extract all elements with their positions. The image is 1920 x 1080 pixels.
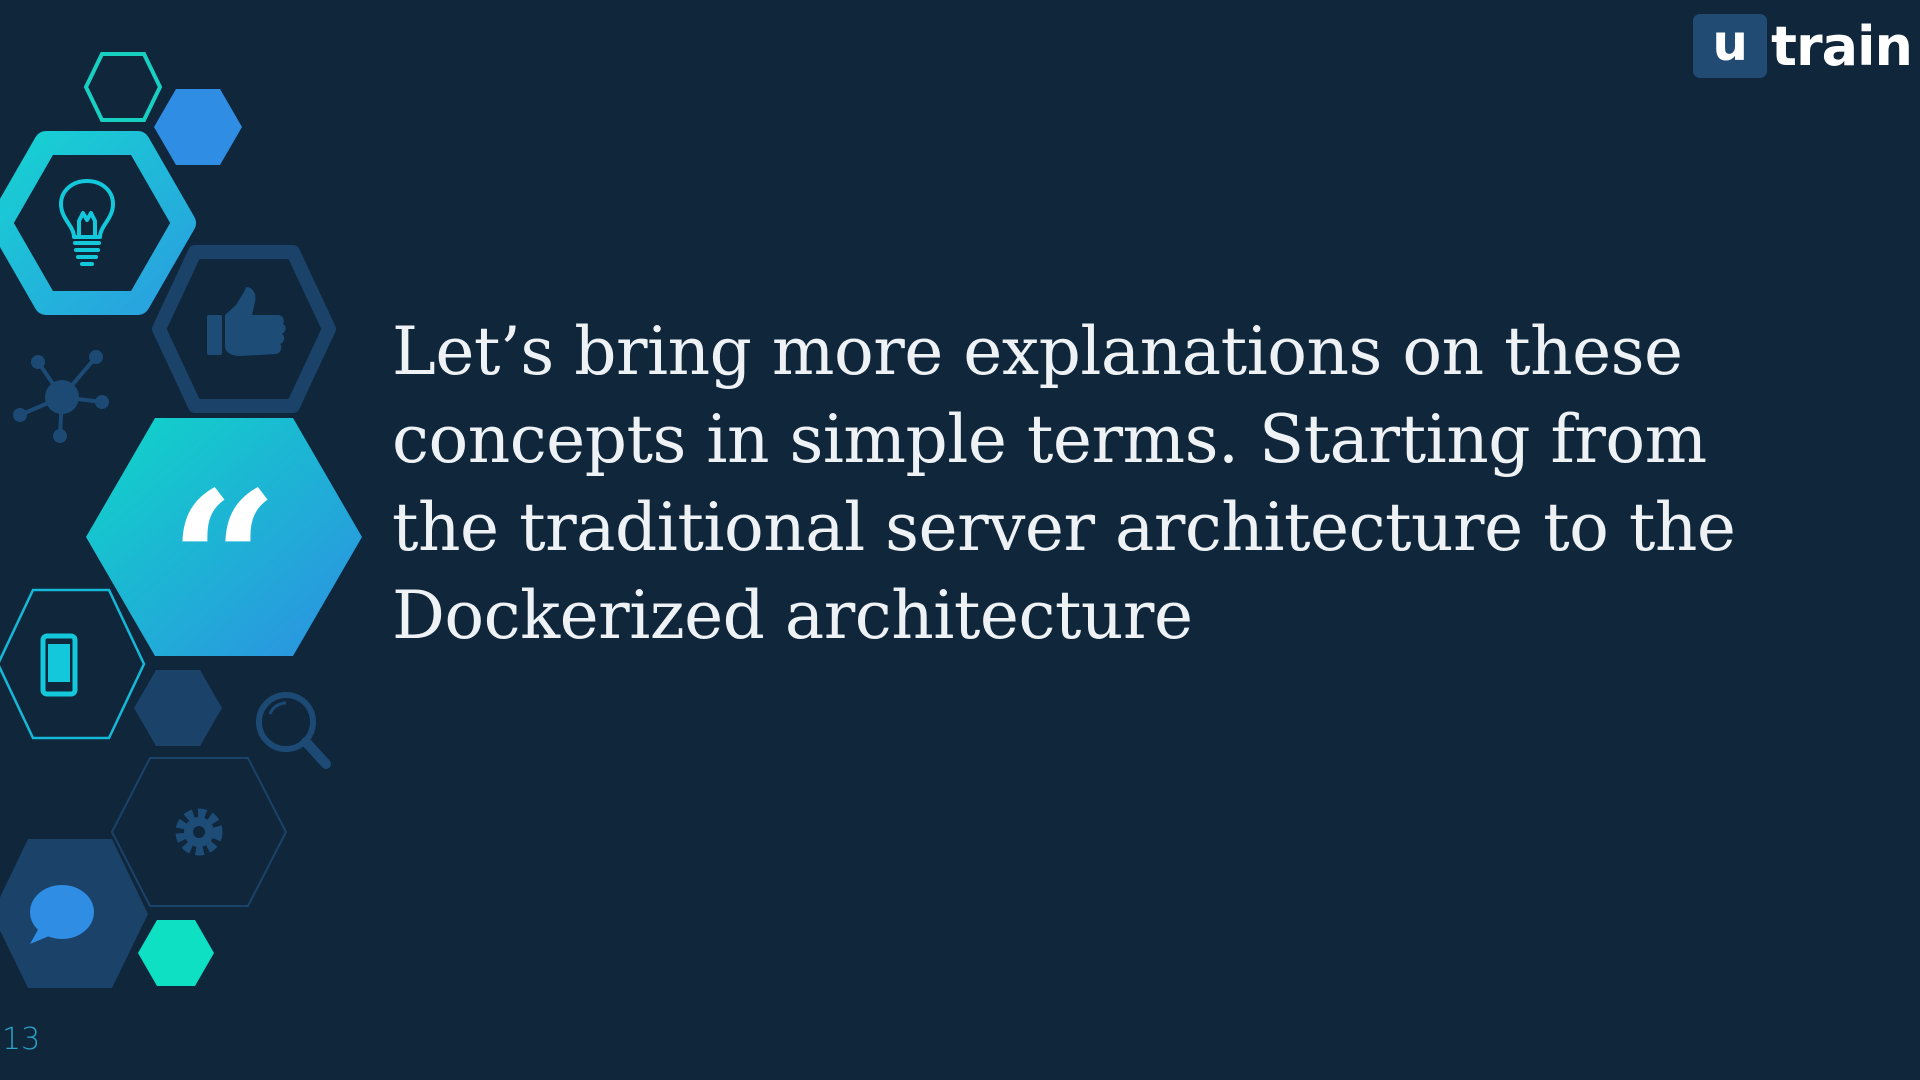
chat-bubble-icon	[30, 885, 94, 944]
hexagon-navy-small	[134, 670, 222, 746]
network-icon	[13, 350, 109, 443]
page-number: 13	[2, 1022, 41, 1057]
hexagon-blue-small	[154, 89, 242, 165]
hexagon-smartphone	[0, 588, 146, 740]
logo-wordmark: train	[1771, 14, 1913, 78]
hexagon-gear	[110, 757, 288, 907]
utrain-logo: u train	[1693, 14, 1913, 78]
logo-badge: u	[1693, 14, 1768, 78]
gear-icon	[175, 808, 223, 856]
thumbs-up-icon	[207, 287, 286, 356]
hexagon-lightbulb	[0, 131, 196, 315]
slide-body-text: Let’s bring more explanations on these c…	[392, 313, 1736, 654]
smartphone-icon	[40, 633, 78, 697]
hexagon-quote	[86, 418, 362, 656]
hexagon-teal-small	[138, 920, 214, 986]
hexagon-decoration: “	[0, 52, 362, 988]
hexagon-outline-small	[83, 52, 163, 122]
quote-icon: “	[169, 450, 278, 673]
lightbulb-icon	[59, 179, 115, 266]
hexagon-thumbs-up	[152, 245, 336, 413]
search-icon	[256, 692, 331, 769]
